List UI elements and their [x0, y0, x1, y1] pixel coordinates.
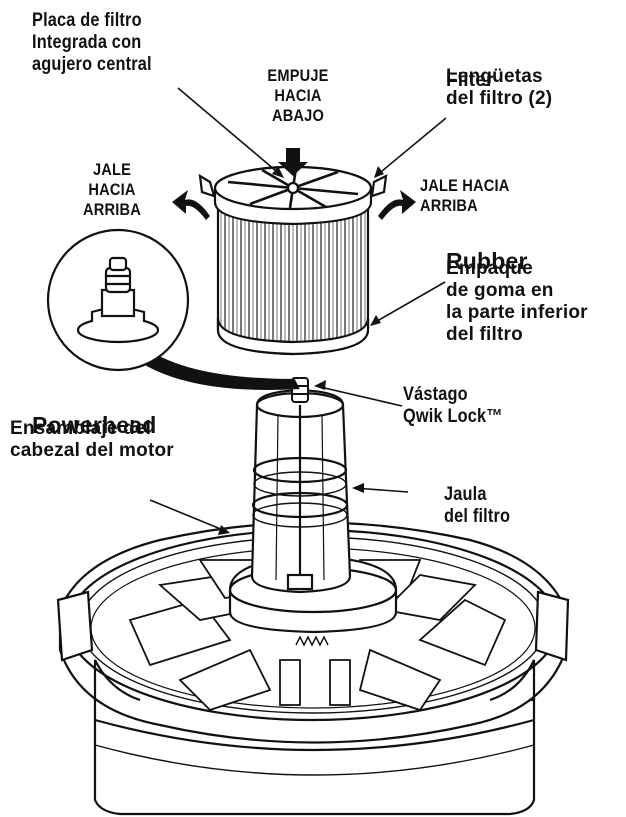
- stem-zoom-inset: [46, 228, 300, 390]
- pull-up-arrow-left: [172, 190, 210, 220]
- pull-up-arrow-right: [378, 190, 416, 220]
- leader-powerhead: [149, 499, 229, 533]
- label-pull-up-right: JALE HACIA ARRIBA: [420, 176, 510, 215]
- label-stem: Vástago Qwik Lock™: [403, 384, 503, 427]
- label-push-down: EMPUJE HACIA ABAJO: [267, 66, 329, 125]
- label-gasket-overlay: Rubber: [446, 248, 528, 274]
- cartridge-filter: [198, 165, 388, 356]
- label-powerhead-overlay: Powerhead: [32, 412, 157, 438]
- leader-gasket: [371, 281, 446, 325]
- leader-stem: [315, 385, 403, 407]
- label-gasket: Empaque de goma en la parte inferior del…: [446, 258, 588, 345]
- powerhead-assembly: [56, 521, 570, 816]
- powerhead-label-group: Ensamblaje del cabezal del motor Powerhe…: [10, 414, 240, 468]
- push-down-arrow: [278, 148, 308, 176]
- label-cage: Jaula del filtro: [444, 484, 511, 527]
- label-filter-plate: Placa de filtro Integrada con agujero ce…: [32, 10, 152, 75]
- filter-cage: [250, 388, 352, 594]
- label-pull-up-left: JALE HACIA ARRIBA: [83, 160, 141, 219]
- label-tabs-overlay: Filter: [446, 70, 494, 91]
- label-tabs: Lengüetas del filtro (2): [446, 66, 553, 109]
- label-powerhead: Ensamblaje del cabezal del motor: [10, 418, 174, 461]
- tabs-label-group: Lengüetas del filtro (2) Filter: [446, 66, 616, 116]
- gasket-label-group: Empaque de goma en la parte inferior del…: [446, 250, 621, 368]
- leader-tabs: [375, 117, 447, 177]
- leader-filter-plate: [177, 87, 283, 177]
